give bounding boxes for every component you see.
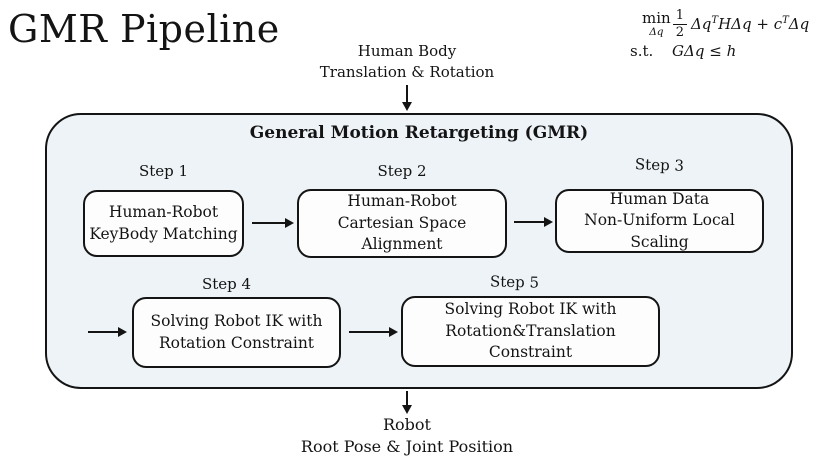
fraction-one-half: 1 2 bbox=[672, 9, 687, 40]
term-a: Δq bbox=[690, 15, 712, 34]
output-label-line1: Robot bbox=[383, 415, 431, 434]
min-operator: min Δq bbox=[642, 8, 671, 38]
step1-box-line1: Human-Robot bbox=[108, 203, 219, 222]
transpose-sup-a: T bbox=[711, 15, 719, 27]
arrow-down-input-icon bbox=[402, 85, 412, 111]
step5-box-line1: Solving Robot IK with bbox=[444, 300, 617, 319]
min-subscript: Δq bbox=[649, 25, 664, 38]
term-b: HΔq + c bbox=[718, 15, 783, 34]
step4-box: Solving Robot IK with Rotation Constrain… bbox=[132, 297, 341, 368]
step2-label: Step 2 bbox=[377, 162, 427, 180]
step1-box: Human-Robot KeyBody Matching bbox=[83, 190, 244, 257]
arrow-right-step4-step5-icon bbox=[349, 327, 398, 337]
step1-label: Step 1 bbox=[138, 162, 189, 180]
arrow-right-step1-step2-icon bbox=[252, 218, 294, 228]
step2-box-line2: Cartesian Space Alignment bbox=[337, 213, 467, 254]
qp-objective-formula: min Δq 1 2 ΔqTHΔq + cTΔq s.t. GΔq ≤ h bbox=[628, 9, 824, 60]
step2-box: Human-Robot Cartesian Space Alignment bbox=[297, 189, 507, 258]
objective-row: min Δq 1 2 ΔqTHΔq + cTΔq bbox=[628, 9, 824, 39]
constraint-expression: GΔq ≤ h bbox=[672, 42, 737, 61]
input-label-line1: Human Body bbox=[357, 42, 457, 60]
gmr-container-title: General Motion Retargeting (GMR) bbox=[249, 123, 589, 143]
arrow-down-output-icon bbox=[402, 391, 412, 414]
step1-box-line2: KeyBody Matching bbox=[89, 224, 238, 243]
step4-label: Step 4 bbox=[201, 275, 252, 293]
constraint-row: s.t. GΔq ≤ h bbox=[628, 42, 824, 60]
objective-expression: ΔqTHΔq + cTΔq bbox=[691, 15, 809, 33]
fraction-numerator: 1 bbox=[672, 9, 687, 25]
min-label: min bbox=[642, 8, 671, 27]
fraction-denominator: 2 bbox=[675, 24, 684, 40]
step5-box-line2: Rotation&Translation Constraint bbox=[445, 321, 616, 362]
step3-box-line2: Non-Uniform Local Scaling bbox=[584, 211, 735, 251]
subject-to-label: s.t. bbox=[630, 42, 654, 61]
step2-box-line1: Human-Robot bbox=[347, 192, 457, 211]
output-label-line2: Root Pose & Joint Position bbox=[300, 437, 514, 457]
term-c: Δq bbox=[788, 15, 810, 34]
step5-box: Solving Robot IK with Rotation&Translati… bbox=[401, 296, 660, 367]
step3-box-line1: Human Data bbox=[609, 189, 710, 208]
page-title: GMR Pipeline bbox=[8, 7, 280, 51]
step4-box-line1: Solving Robot IK with bbox=[150, 312, 323, 331]
input-label: Human Body Translation & Rotation bbox=[257, 41, 557, 82]
step3-box: Human Data Non-Uniform Local Scaling bbox=[555, 189, 764, 253]
output-label: Robot Root Pose & Joint Position bbox=[257, 414, 557, 458]
input-label-line2: Translation & Rotation bbox=[319, 62, 495, 81]
transpose-sup-b: T bbox=[782, 15, 789, 27]
step4-box-line2: Rotation Constraint bbox=[158, 333, 315, 352]
arrow-right-into-step4-icon bbox=[88, 327, 127, 337]
arrow-right-step2-step3-icon bbox=[514, 217, 553, 227]
